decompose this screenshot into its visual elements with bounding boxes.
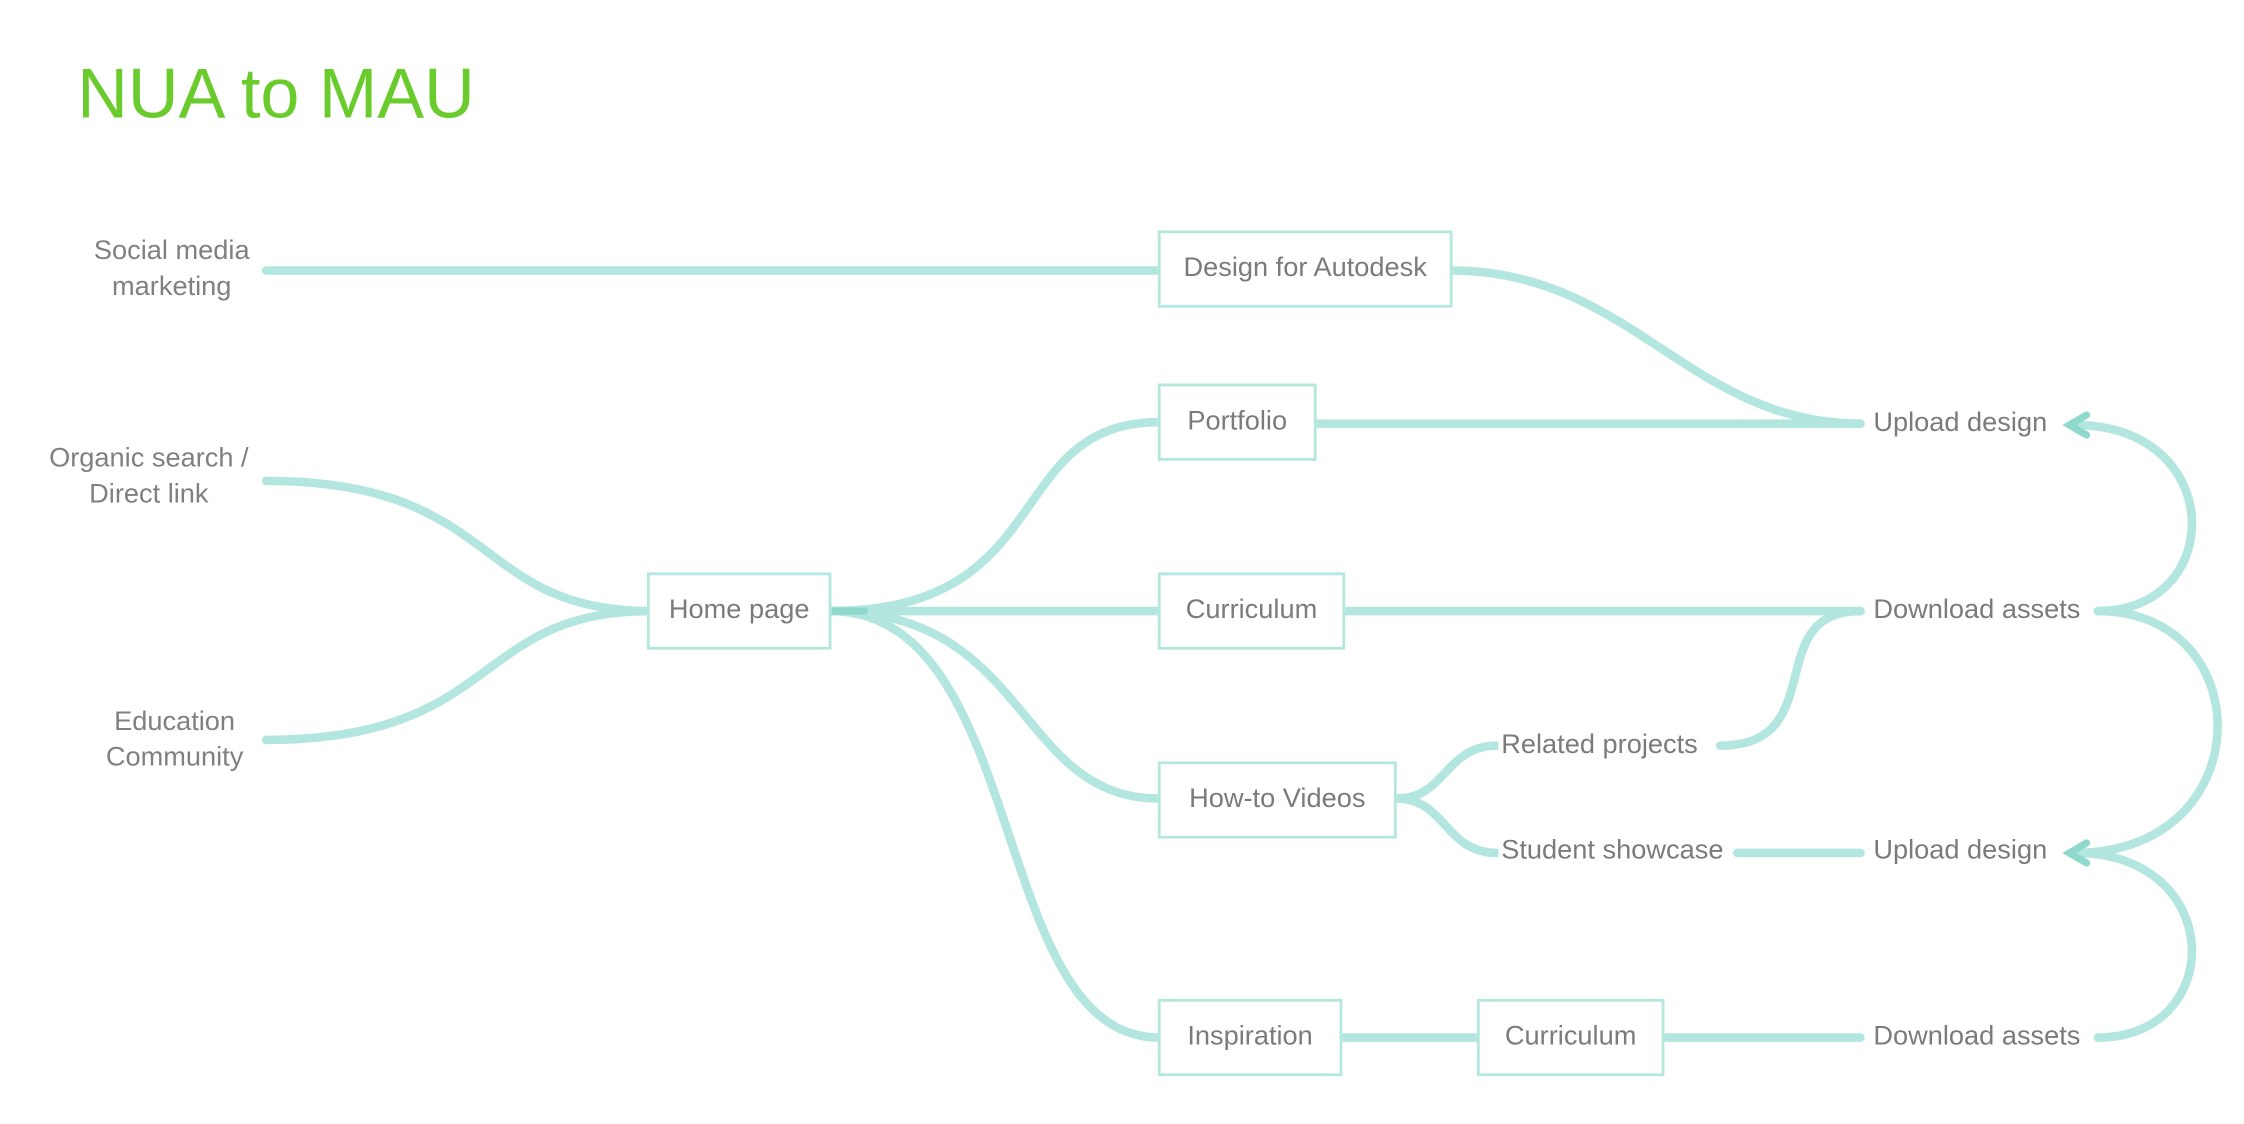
node-how-to-videos: How-to Videos <box>1157 761 1397 839</box>
source-social-media: Social media marketing <box>89 233 255 305</box>
link-organic-home <box>261 476 655 616</box>
link-howto-showcase <box>1392 794 1502 858</box>
node-home-page: Home page <box>646 572 832 650</box>
label-download-assets-1: Download assets <box>1870 593 2084 629</box>
source-social-line1: Social media <box>93 236 250 267</box>
label-related-projects: Related projects <box>1498 728 1701 763</box>
link-home-howto <box>825 606 1164 803</box>
node-portfolio: Portfolio <box>1157 383 1317 461</box>
source-education-community: Education Community <box>94 704 254 776</box>
source-social-line2: marketing <box>112 271 232 302</box>
link-home-portfolio <box>825 417 1164 616</box>
link-design-autodesk-upload <box>1446 266 1865 428</box>
label-student-showcase: Student showcase <box>1498 834 1727 869</box>
node-inspiration: Inspiration <box>1157 998 1343 1077</box>
label-upload-design-2: Upload design <box>1870 834 2051 869</box>
node-curriculum: Curriculum <box>1157 572 1346 650</box>
label-download-assets-2: Download assets <box>1870 1020 2084 1055</box>
arrowhead-upload-top <box>2062 411 2091 439</box>
arrowhead-upload-bottom <box>2062 839 2091 867</box>
loop-download-upload-bottom <box>2070 848 2197 1042</box>
source-organic-search: Organic search / Direct link <box>43 441 255 513</box>
source-education-line2: Community <box>105 742 244 773</box>
link-related-download <box>1715 606 1865 750</box>
source-education-line1: Education <box>114 706 236 738</box>
node-design-for-autodesk: Design for Autodesk <box>1157 230 1453 308</box>
node-curriculum-secondary: Curriculum <box>1476 998 1665 1077</box>
link-home-inspiration <box>825 606 1164 1042</box>
loop-download-upload-middle <box>2070 606 2222 858</box>
label-upload-design-1: Upload design <box>1870 406 2051 441</box>
page-title: NUA to MAU <box>77 55 475 134</box>
loop-download-upload-top <box>2070 420 2197 616</box>
source-organic-line2: Direct link <box>89 479 209 510</box>
link-education-home <box>261 606 655 745</box>
source-organic-line1: Organic search / <box>49 443 249 474</box>
link-howto-related <box>1392 741 1502 803</box>
